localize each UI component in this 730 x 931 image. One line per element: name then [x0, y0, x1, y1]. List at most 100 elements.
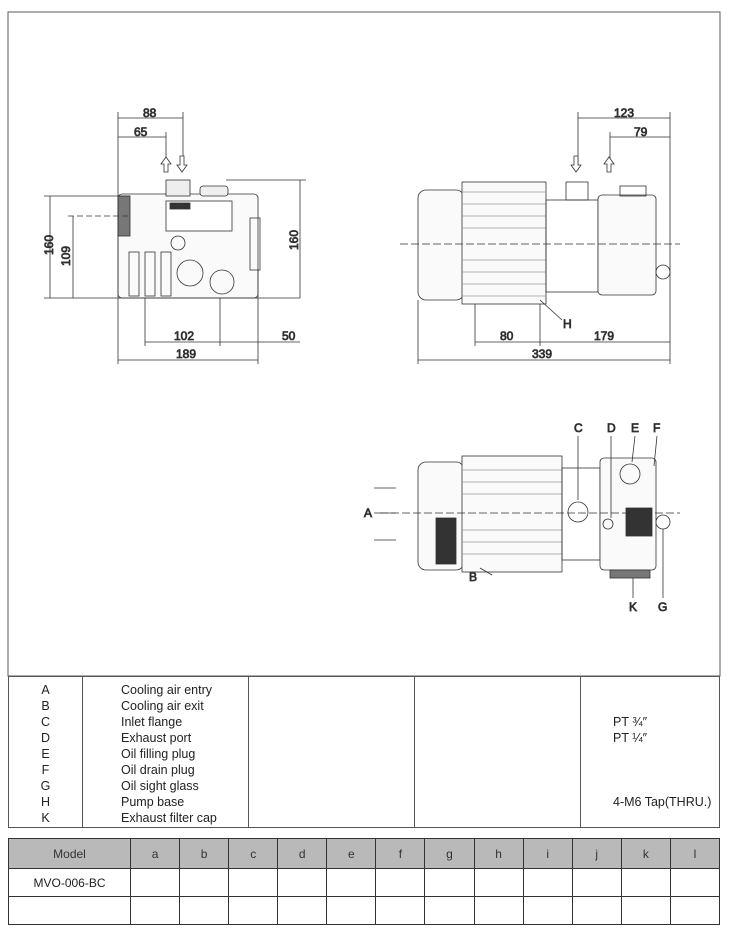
column-header: j	[571, 838, 622, 869]
side-view: 123 79 80 179 339 H	[400, 106, 680, 364]
table-cell: MVO-006-BC	[8, 868, 131, 897]
legend-blank-1	[249, 677, 415, 827]
legend-spec	[613, 762, 719, 778]
dim-160-left: 160	[42, 235, 56, 255]
table-cell	[375, 868, 426, 897]
dim-102: 102	[174, 329, 194, 343]
table-cell	[129, 896, 181, 925]
dim-123: 123	[614, 106, 634, 120]
column-header: e	[326, 838, 377, 869]
dim-88: 88	[143, 106, 157, 120]
table-cell	[228, 868, 279, 897]
column-header: Model	[8, 838, 131, 869]
dim-79: 79	[634, 125, 648, 139]
front-view: 88 65 160 109 160 102 50 189	[42, 106, 306, 364]
dim-50: 50	[282, 329, 296, 343]
dim-179: 179	[594, 329, 614, 343]
table-cell	[326, 896, 377, 925]
callout-c: C	[574, 421, 583, 435]
column-header: a	[129, 838, 181, 869]
callout-k: K	[629, 600, 637, 614]
column-header: f	[375, 838, 426, 869]
dim-65: 65	[134, 125, 148, 139]
callout-e: E	[631, 421, 639, 435]
legend-spec: PT ¾″	[613, 715, 648, 729]
table-cell	[424, 896, 475, 925]
legend-key: K	[41, 811, 50, 825]
table-cell	[8, 896, 131, 925]
table-cell	[522, 868, 573, 897]
column-header: k	[620, 838, 671, 869]
table-cell	[326, 868, 377, 897]
dim-80: 80	[500, 329, 514, 343]
table-cell	[179, 896, 230, 925]
table-cell	[669, 896, 721, 925]
callout-b: B	[469, 570, 477, 584]
legend-key: D	[40, 731, 51, 745]
callout-d: D	[607, 421, 616, 435]
legend-name: Cooling air entry	[121, 683, 213, 697]
legend-name: Inlet flange	[121, 715, 183, 729]
table-row	[8, 896, 721, 925]
legend-name: Pump base	[121, 795, 185, 809]
legend-key: G	[40, 779, 51, 793]
legend-spec: 4-M6 Tap(THRU.)	[613, 795, 712, 809]
dim-189: 189	[176, 347, 196, 361]
legend-key: F	[41, 763, 50, 777]
column-header: b	[179, 838, 230, 869]
dim-160-right: 160	[287, 230, 301, 250]
table-cell	[179, 868, 230, 897]
legend-name: Oil sight glass	[121, 779, 199, 793]
legend-key: H	[40, 795, 51, 809]
callout-f: F	[653, 421, 660, 435]
table-cell	[277, 896, 328, 925]
callout-h: H	[563, 317, 572, 331]
legend-key: C	[40, 715, 51, 729]
dim-339: 339	[532, 347, 552, 361]
callout-a: A	[364, 506, 372, 520]
callout-g: G	[658, 600, 667, 614]
legend-name: Cooling air exit	[121, 699, 204, 713]
bottom-view: C D E F A B K G	[364, 421, 680, 614]
legend-spec	[613, 810, 719, 826]
legend-spec: PT ¼″	[613, 731, 648, 745]
table-cell	[669, 868, 721, 897]
table-cell	[424, 868, 475, 897]
legend-key: B	[41, 699, 50, 713]
column-header: c	[228, 838, 279, 869]
legend-spec	[613, 698, 719, 714]
column-header: d	[277, 838, 328, 869]
table-cell	[571, 868, 622, 897]
table-cell	[129, 868, 181, 897]
legend-name: Exhaust filter cap	[121, 811, 217, 825]
legend-name: Exhaust port	[121, 731, 192, 745]
table-cell	[277, 868, 328, 897]
legend-spec	[613, 682, 719, 698]
legend-name: Oil filling plug	[121, 747, 196, 761]
column-header: l	[669, 838, 721, 869]
table-cell	[228, 896, 279, 925]
legend-blank-2	[415, 677, 581, 827]
legend-key: A	[41, 683, 50, 697]
table-cell	[375, 896, 426, 925]
column-header: h	[473, 838, 524, 869]
table-cell	[473, 868, 524, 897]
column-header: g	[424, 838, 475, 869]
table-cell	[522, 896, 573, 925]
legend-spec	[613, 778, 719, 794]
legend-key: E	[41, 747, 50, 761]
table-cell	[473, 896, 524, 925]
legend-spec	[613, 746, 719, 762]
table-cell	[571, 896, 622, 925]
table-cell	[620, 896, 671, 925]
table-cell	[620, 868, 671, 897]
table-row: MVO-006-BC	[8, 868, 721, 897]
legend-name: Oil drain plug	[121, 763, 195, 777]
legend-specs: PT ¾″ PT ¼″ 4-M6 Tap(THRU.)	[581, 677, 719, 827]
